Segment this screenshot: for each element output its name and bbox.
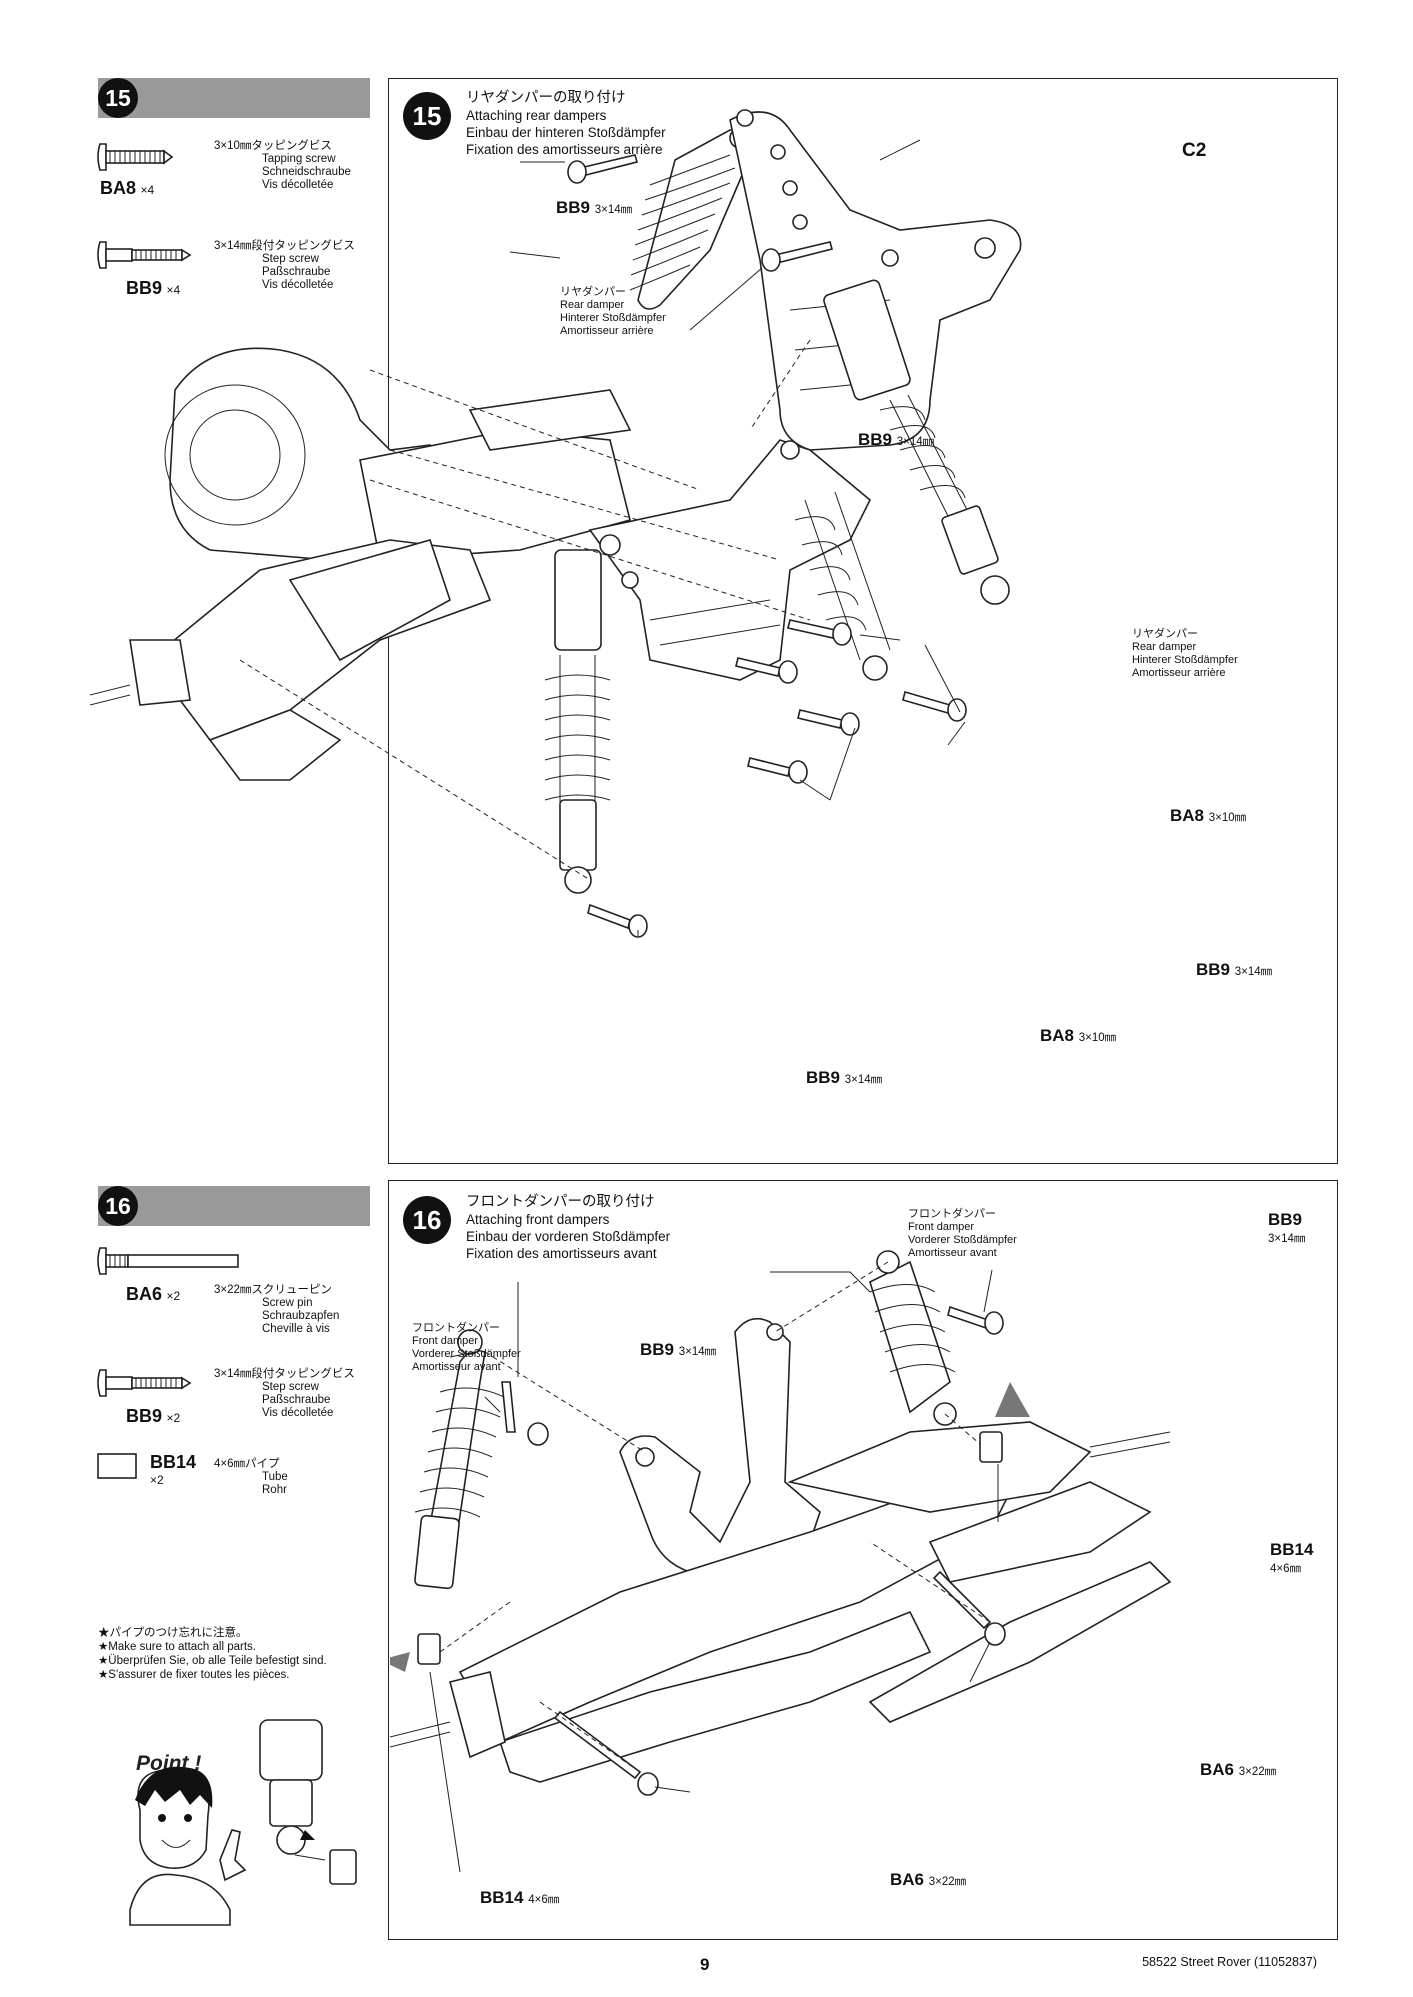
ba6-label-bottom: BA6 3×22㎜ xyxy=(890,1870,967,1889)
part-ba8-code: BA8 ×4 xyxy=(100,178,155,198)
bb9-label-bottom: BB9 3×14㎜ xyxy=(806,1068,883,1087)
step15-title: リヤダンパーの取り付け Attaching rear dampers Einba… xyxy=(466,90,666,157)
step16-number-badge: 16 xyxy=(98,1186,138,1226)
step-screw-icon xyxy=(97,241,192,269)
bb9-screws-top-drawing xyxy=(567,154,833,272)
front-screws-drawing xyxy=(501,1305,1006,1796)
bb14-label-bottom: BB14 4×6㎜ xyxy=(480,1888,560,1907)
rear-chassis-drawing xyxy=(90,347,632,781)
step16-title: フロントダンパーの取り付け Attaching front dampers Ei… xyxy=(466,1194,671,1261)
step15-number-badge: 15 xyxy=(98,78,138,118)
tapping-screw-icon xyxy=(97,143,174,171)
rear-shock-tower-mounted-drawing xyxy=(588,439,871,681)
ba8-label-right: BA8 3×10㎜ xyxy=(1170,806,1247,825)
part-ba8-description: 3×10㎜タッピングビス Tapping screw Schneidschrau… xyxy=(214,140,351,191)
bb9-label-center: BB9 3×14㎜ xyxy=(640,1340,717,1359)
front-damper-left-drawing xyxy=(414,1329,505,1590)
rear-damper-assembly-diagram xyxy=(90,109,1022,938)
rear-damper-mounted-left-drawing xyxy=(544,549,611,894)
rear-damper-top-drawing xyxy=(629,127,756,310)
footer-product-code: 58522 Street Rover (11052837) xyxy=(1142,1955,1317,1969)
step16-large-badge: 16 xyxy=(403,1196,451,1244)
ba6-label-right: BA6 3×22㎜ xyxy=(1200,1760,1277,1779)
part-bb14-description: 4×6㎜パイプ Tube Rohr xyxy=(214,1458,288,1496)
part-ba6-description: 3×22㎜スクリューピン Screw pin Schraubzapfen Che… xyxy=(214,1284,340,1335)
rear-damper-right-drawing xyxy=(823,279,1010,605)
ba8-bb9-screws-drawing xyxy=(587,619,967,938)
part-bb9-description: 3×14㎜段付タッピングビス Step screw Paßschraube Vi… xyxy=(214,240,355,291)
bb9-label-top: BB9 3×14㎜ xyxy=(556,198,633,217)
screw-pin-icon xyxy=(97,1247,239,1275)
part-bb9-code-16: BB9 ×2 xyxy=(126,1406,181,1426)
bb9-label-mid: BB9 3×14㎜ xyxy=(858,430,935,449)
step15-header-bar xyxy=(98,78,370,118)
step15-large-badge: 15 xyxy=(403,92,451,140)
part-bb14-code: BB14 ×2 xyxy=(150,1452,197,1487)
step-screw-icon xyxy=(97,1369,192,1397)
tube-icon xyxy=(97,1453,137,1479)
part-ba6-code: BA6 ×2 xyxy=(126,1284,181,1304)
front-chassis-drawing xyxy=(390,1421,1172,1783)
attach-parts-note: ★パイプのつけ忘れに注意。 ★Make sure to attach all p… xyxy=(98,1627,327,1681)
bb9-label-top-right: BB9 3×14㎜ xyxy=(1268,1210,1306,1245)
point-illustration xyxy=(129,1719,357,1926)
part-bb9-description-16: 3×14㎜段付タッピングビス Step screw Paßschraube Vi… xyxy=(214,1368,355,1419)
front-shock-tower-drawing xyxy=(619,1317,821,1573)
page-number: 9 xyxy=(700,1955,710,1974)
front-damper-right-drawing xyxy=(869,1250,957,1426)
step16-header-bar xyxy=(98,1186,370,1226)
front-damper-assembly-diagram xyxy=(390,1250,1172,1873)
part-c2-label: C2 xyxy=(1182,140,1207,161)
bb9-label-right: BB9 3×14㎜ xyxy=(1196,960,1273,979)
bb14-label-right: BB14 4×6㎜ xyxy=(1270,1540,1314,1575)
part-bb9-code: BB9 ×4 xyxy=(126,278,181,298)
ba8-label-bottom: BA8 3×10㎜ xyxy=(1040,1026,1117,1045)
